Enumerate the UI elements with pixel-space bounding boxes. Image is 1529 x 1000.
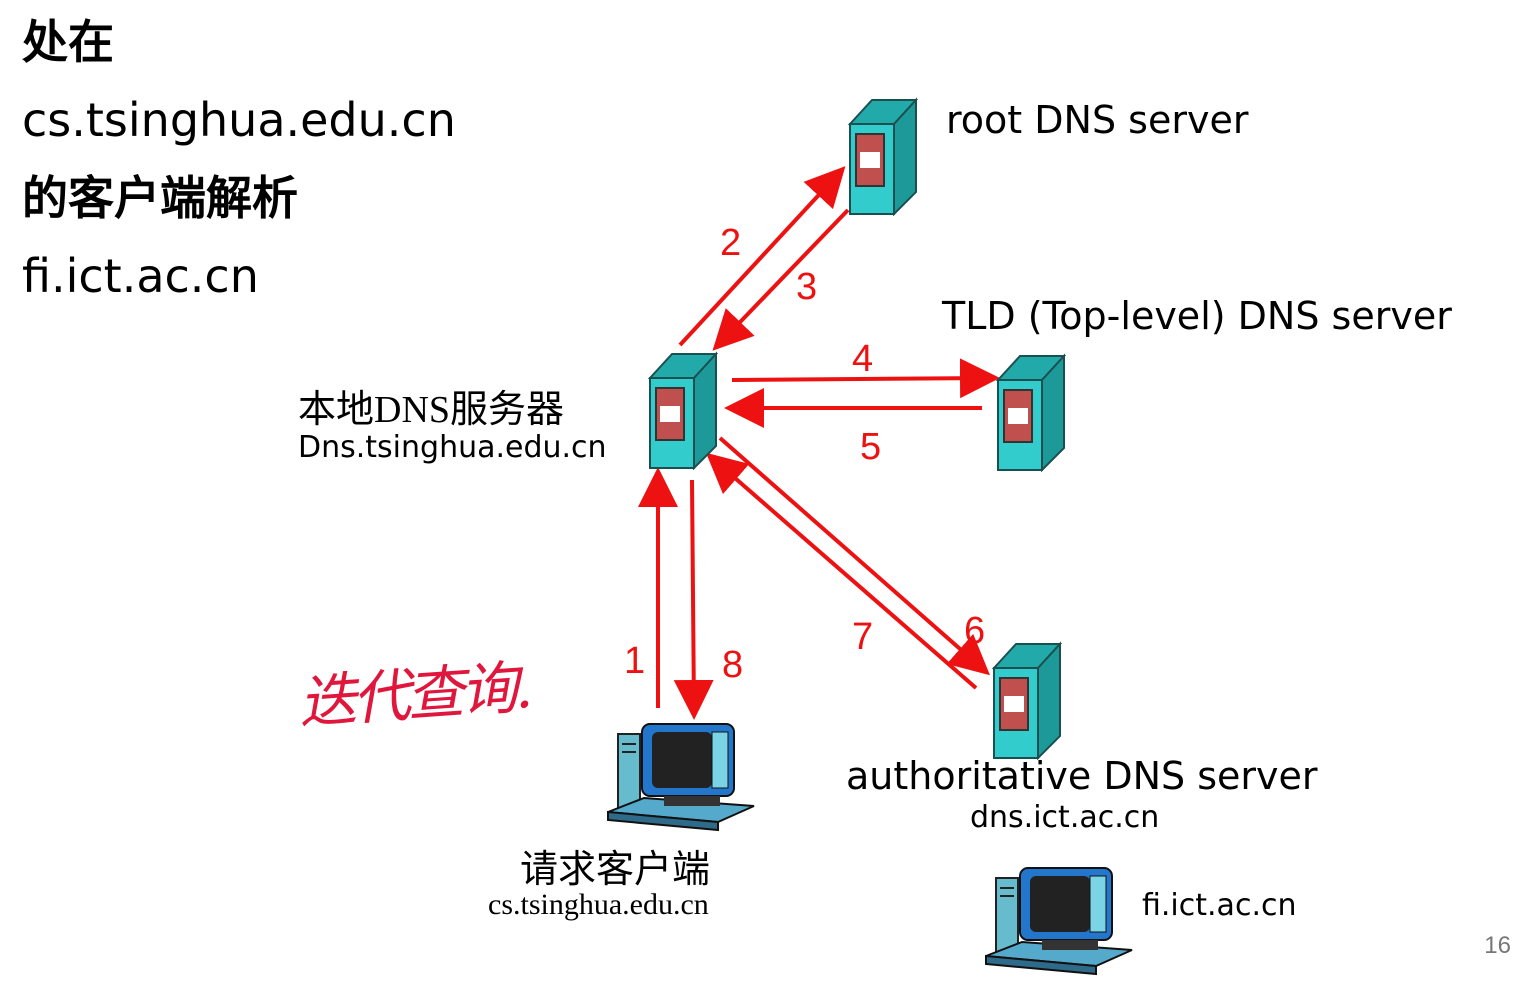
authoritative-server-icon — [991, 641, 1062, 760]
arrow-6 — [718, 436, 991, 676]
handwritten-annotation: 迭代查询. — [296, 653, 531, 737]
arrow-4 — [731, 358, 1000, 399]
arrow-7 — [705, 452, 978, 690]
root-server-label: root DNS server — [946, 98, 1249, 142]
step-2-label: 2 — [720, 222, 742, 264]
step-1-label: 1 — [624, 640, 646, 682]
local-server-label: 本地DNS服务器 — [298, 389, 565, 431]
target-host: fi.ict.ac.cn — [1142, 888, 1297, 923]
client-label: 请求客户端 — [520, 849, 711, 891]
tld-server-icon — [995, 353, 1066, 472]
client-computer-icon — [607, 723, 755, 832]
local-server-icon — [647, 351, 718, 470]
client-host: cs.tsinghua.edu.cn — [488, 888, 709, 921]
title-line-3: 的客户端解析 — [22, 171, 298, 225]
local-server-host: Dns.tsinghua.edu.cn — [298, 430, 607, 465]
root-server-icon — [847, 97, 918, 216]
title-line-1: 处在 — [22, 15, 114, 69]
step-7-label: 7 — [852, 616, 874, 658]
page-number: 16 — [1484, 932, 1511, 959]
step-4-label: 4 — [852, 338, 874, 380]
arrow-3 — [712, 208, 850, 351]
target-computer-icon — [985, 867, 1133, 976]
arrow-2 — [678, 166, 846, 347]
step-5-label: 5 — [860, 426, 882, 468]
tld-server-label: TLD (Top-level) DNS server — [942, 294, 1452, 338]
title-line-2: cs.tsinghua.edu.cn — [22, 93, 456, 147]
step-3-label: 3 — [796, 266, 818, 308]
arrow-8 — [673, 479, 714, 720]
authoritative-server-label: authoritative DNS server — [846, 754, 1318, 798]
step-8-label: 8 — [722, 644, 744, 686]
title-line-4: fi.ict.ac.cn — [22, 249, 259, 303]
authoritative-server-host: dns.ict.ac.cn — [970, 800, 1160, 835]
step-6-label: 6 — [964, 610, 986, 652]
